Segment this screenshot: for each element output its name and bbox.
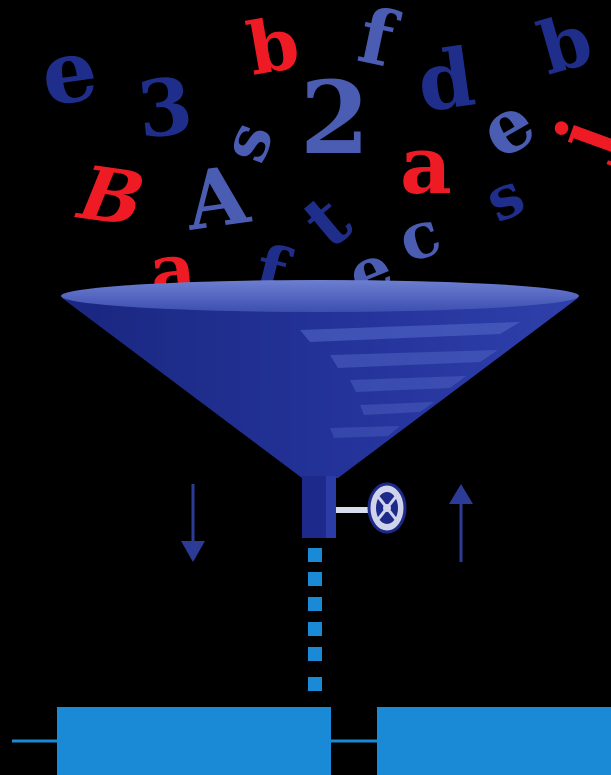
valve-wheel-icon[interactable] [336, 482, 407, 534]
letter-two: 2 [300, 59, 370, 177]
arrow-up-icon [449, 484, 473, 562]
arrow-down-icon [181, 484, 205, 562]
letter-a-red-mid: a [400, 118, 452, 212]
output-block-left [57, 707, 331, 775]
funnel-icon [61, 280, 579, 538]
output-block-right [377, 707, 611, 775]
drip-stream [308, 548, 322, 691]
